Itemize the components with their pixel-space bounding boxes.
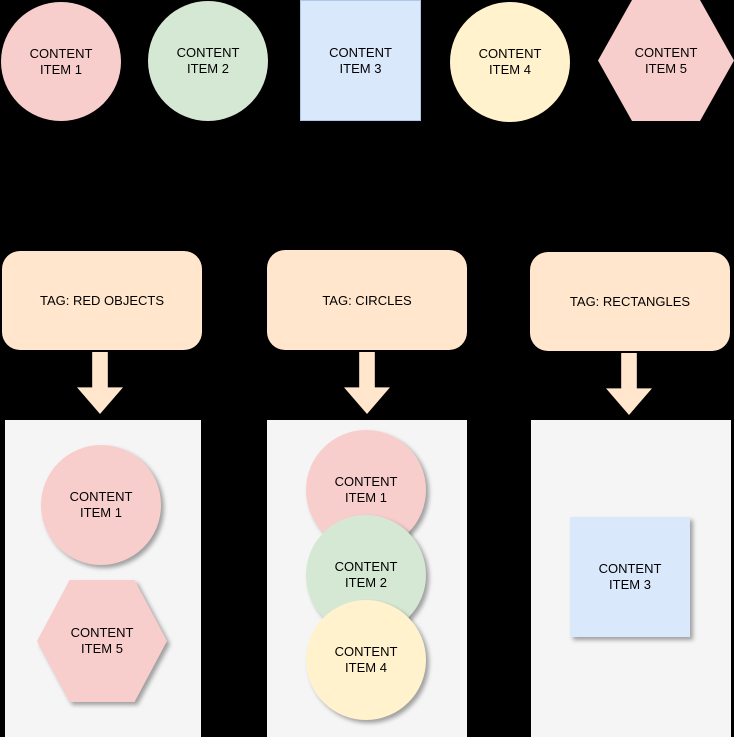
down-arrow-icon	[344, 352, 390, 414]
tag-rectangles: TAG: RECTANGLES	[530, 252, 730, 351]
down-arrow-icon	[77, 352, 123, 414]
content-item-4-circle: CONTENT ITEM 4	[306, 600, 426, 720]
content-item-3-square: CONTENT ITEM 3	[300, 0, 421, 121]
down-arrow-icon	[606, 353, 652, 415]
tag-circles: TAG: CIRCLES	[267, 250, 467, 350]
content-item-label: CONTENT ITEM 3	[329, 44, 392, 76]
content-item-label: CONTENT ITEM 5	[70, 625, 134, 656]
tag-red-objects: TAG: RED OBJECTS	[2, 251, 202, 350]
tag-label: TAG: CIRCLES	[322, 292, 412, 308]
content-item-1-circle: CONTENT ITEM 1	[41, 445, 161, 565]
content-item-label: CONTENT ITEM 4	[478, 46, 542, 77]
content-item-3-square: CONTENT ITEM 3	[570, 517, 690, 637]
grouped-content-item-5: CONTENT ITEM 5	[37, 580, 167, 702]
content-item-5-hexagon: CONTENT ITEM 5	[37, 580, 167, 702]
content-item-label: CONTENT ITEM 2	[176, 45, 240, 76]
tag-label: TAG: RECTANGLES	[569, 294, 691, 309]
content-item-label: CONTENT ITEM 3	[598, 561, 662, 592]
grouped-content-item-3: CONTENT ITEM 3	[570, 517, 690, 637]
content-item-1-circle: CONTENT ITEM 1	[1, 2, 121, 121]
content-item-label: CONTENT ITEM 4	[334, 644, 398, 675]
grouped-content-item-1: CONTENT ITEM 1	[41, 445, 161, 565]
tag-label: TAG: RED OBJECTS	[40, 293, 164, 308]
content-item-label: CONTENT ITEM 1	[69, 489, 133, 520]
content-item-2-circle: CONTENT ITEM 2	[148, 1, 268, 121]
content-item-label: CONTENT ITEM 1	[29, 45, 93, 77]
content-item-label: CONTENT ITEM 5	[634, 44, 698, 76]
content-item-4-circle: CONTENT ITEM 4	[450, 2, 570, 122]
content-item-label: CONTENT ITEM 2	[334, 559, 398, 590]
grouped-content-item-4: CONTENT ITEM 4	[306, 600, 426, 720]
content-item-5-hexagon: CONTENT ITEM 5	[598, 0, 734, 121]
content-item-label: CONTENT ITEM 1	[334, 474, 398, 505]
